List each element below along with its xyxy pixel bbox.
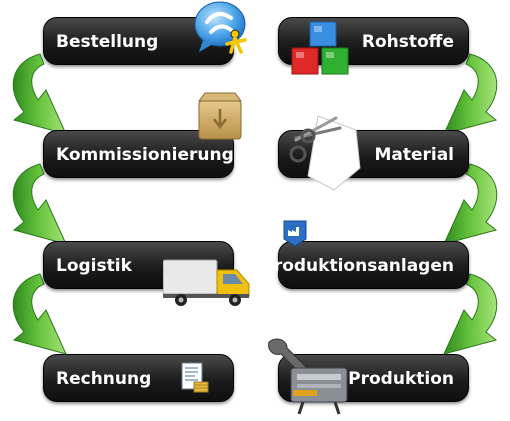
arrow-left-1-icon bbox=[12, 53, 67, 135]
step-label: Bestellung bbox=[56, 32, 159, 52]
factory-badge-icon bbox=[283, 220, 307, 247]
colored-cubes-icon bbox=[291, 21, 349, 75]
step-label: Rechnung bbox=[56, 369, 152, 389]
step-label: Produktionsanlagen bbox=[261, 256, 454, 276]
step-bestellung: Bestellung bbox=[43, 17, 234, 65]
step-label: Rohstoffe bbox=[361, 32, 454, 52]
arrow-right-3-icon bbox=[443, 273, 498, 355]
scissors-paper-icon bbox=[289, 115, 361, 191]
aim-messenger-icon bbox=[194, 1, 247, 54]
invoice-document-icon bbox=[181, 362, 209, 393]
step-label: Kommissionierung bbox=[56, 145, 234, 165]
step-produktionsanlagen: Produktionsanlagen bbox=[261, 241, 469, 289]
arrow-left-2-icon bbox=[12, 163, 67, 245]
wrench-machine-icon bbox=[268, 338, 348, 415]
arrow-right-1-icon bbox=[443, 53, 498, 135]
delivery-truck-icon bbox=[163, 259, 250, 306]
step-label: Logistik bbox=[56, 256, 132, 276]
step-label: Produktion bbox=[348, 369, 454, 389]
cardboard-box-icon bbox=[198, 92, 242, 140]
arrow-left-3-icon bbox=[12, 273, 67, 355]
step-label: Material bbox=[374, 145, 454, 165]
arrow-right-2-icon bbox=[443, 163, 498, 245]
